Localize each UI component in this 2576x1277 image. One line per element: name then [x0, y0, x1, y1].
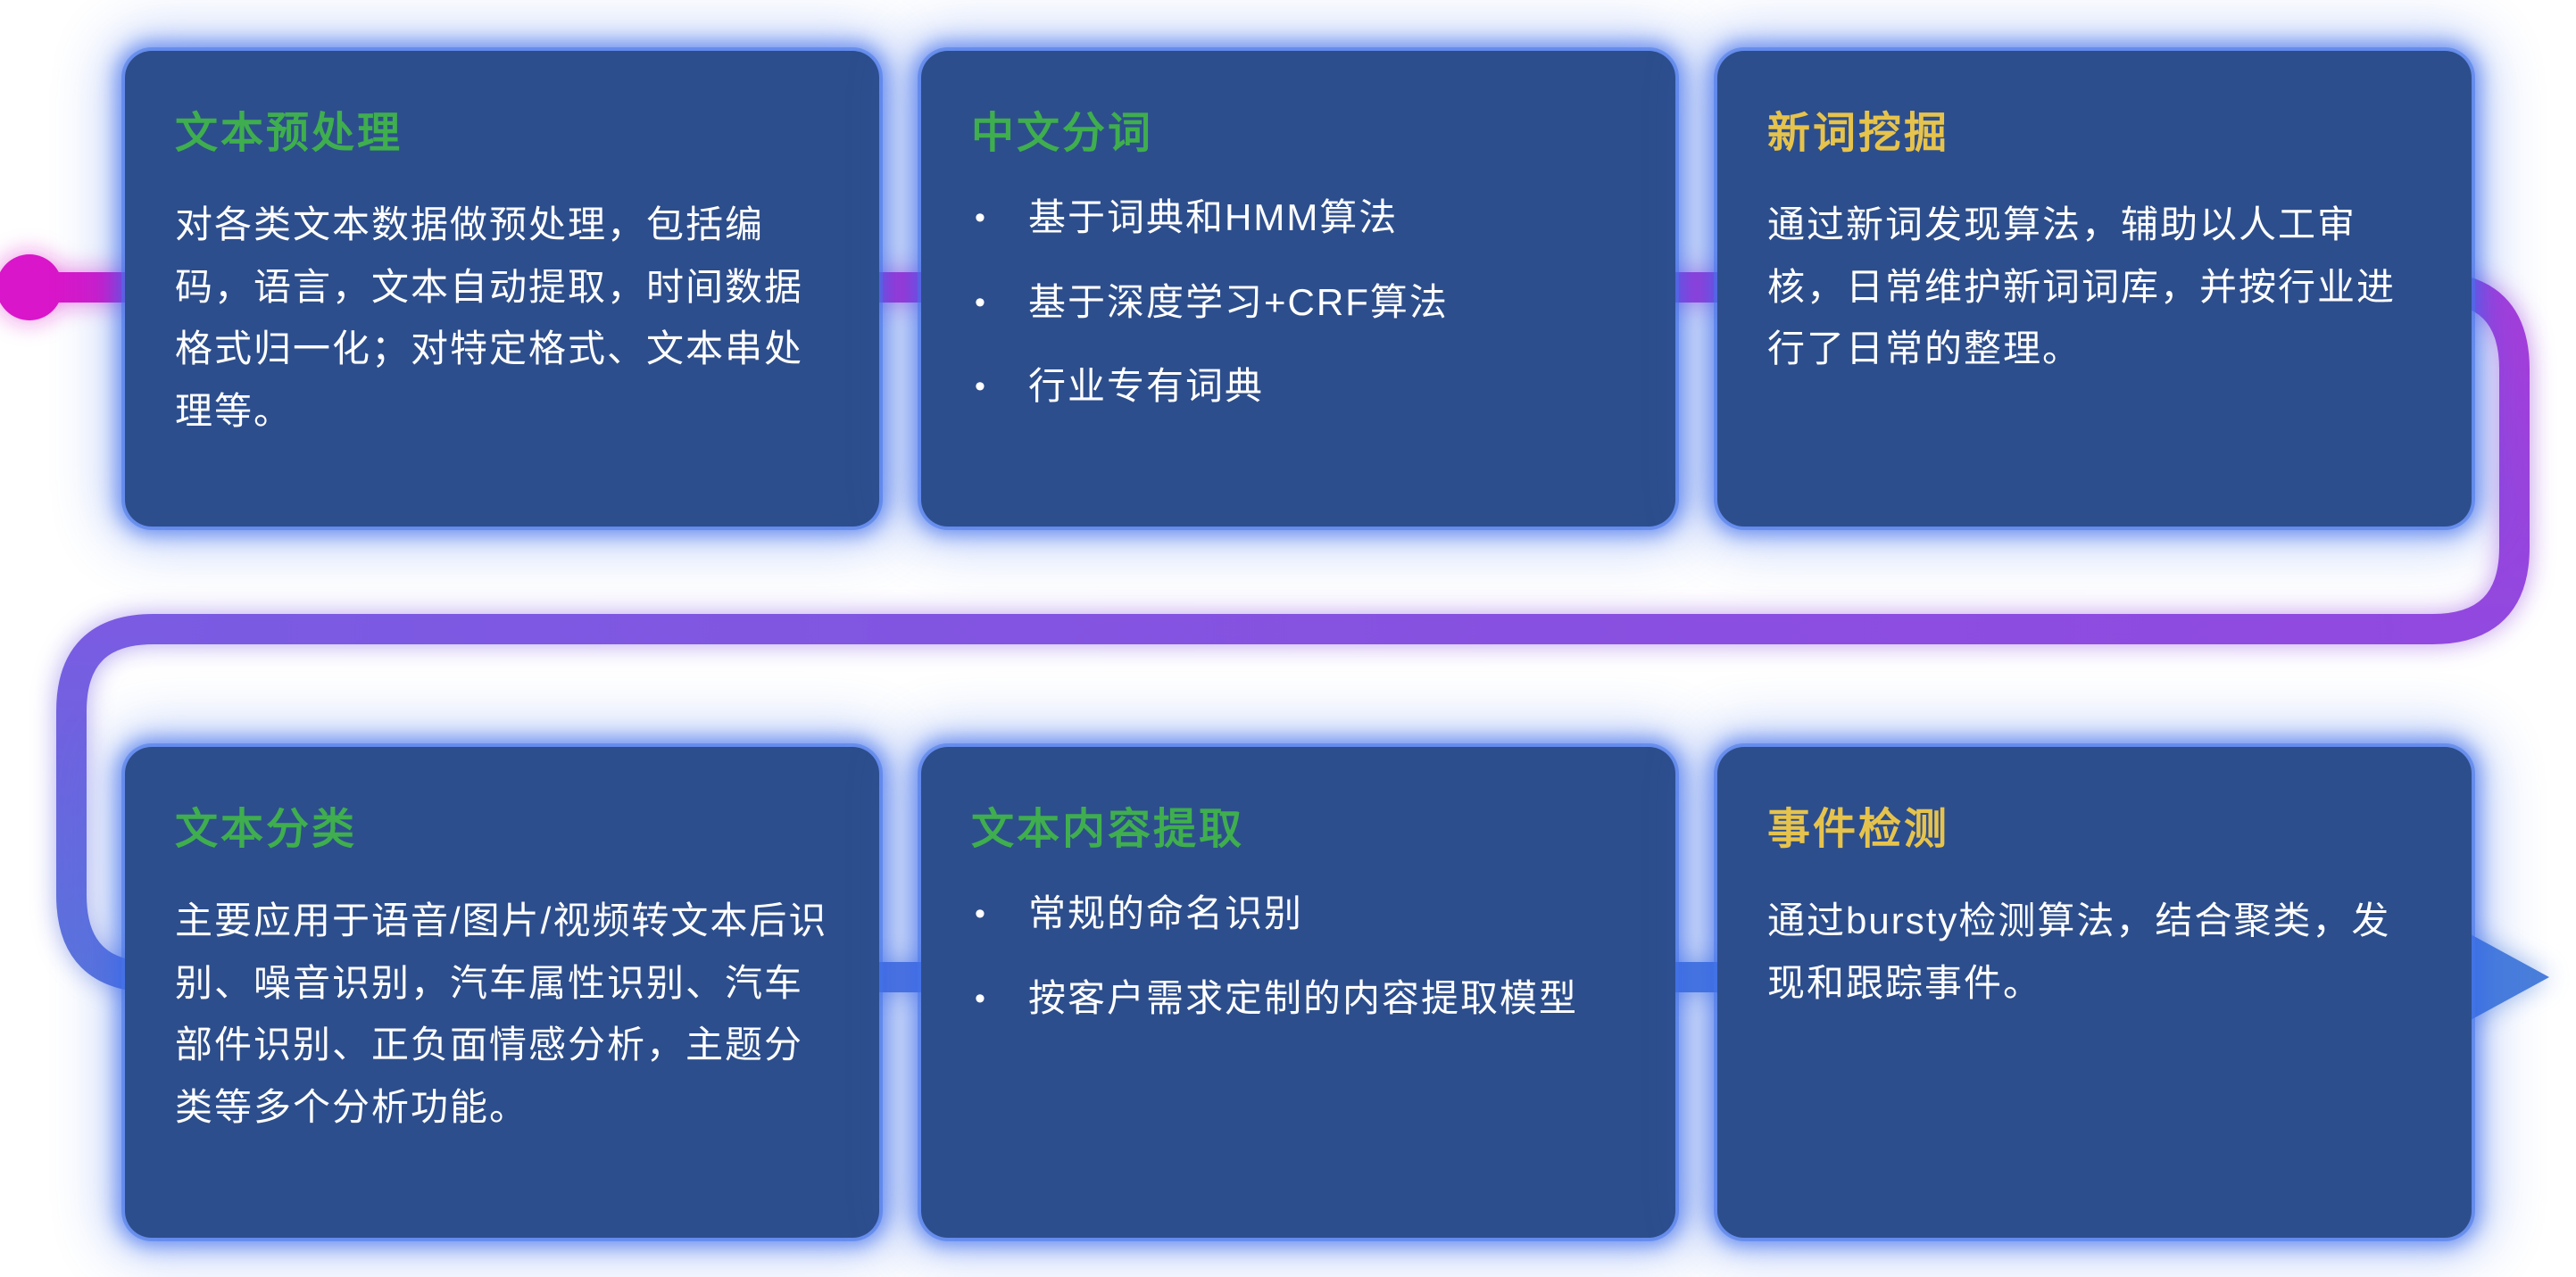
- bullet-list: • 基于词典和HMM算法 • 基于深度学习+CRF算法 • 行业专有词典: [971, 194, 1629, 411]
- bullet-text: 按客户需求定制的内容提取模型: [1028, 976, 1579, 1019]
- bullet-icon: •: [975, 981, 987, 1016]
- card-title: 事件检测: [1767, 806, 1950, 853]
- card-body: 对各类文本数据做预处理，包括编码，语言，文本自动提取，时间数据格式归一化；对特定…: [175, 203, 804, 433]
- card-event-detection: 事件检测 通过bursty检测算法，结合聚类，发现和跟踪事件。: [1717, 747, 2472, 1238]
- card-body: 通过新词发现算法，辅助以人工审核，日常维护新词词库，并按行业进行了日常的整理。: [1767, 203, 2397, 370]
- card-title: 文本预处理: [175, 110, 403, 157]
- bullet-icon: •: [975, 285, 987, 319]
- bullet-item: • 基于深度学习+CRF算法: [971, 278, 1629, 328]
- bullet-icon: •: [975, 201, 987, 235]
- card-text-content-extraction: 文本内容提取 • 常规的命名识别 • 按客户需求定制的内容提取模型: [921, 747, 1675, 1238]
- bullet-text: 常规的命名识别: [1028, 892, 1304, 934]
- bullet-item: • 常规的命名识别: [971, 890, 1629, 939]
- bullet-item: • 按客户需求定制的内容提取模型: [971, 974, 1629, 1024]
- bullet-text: 基于词典和HMM算法: [1028, 196, 1399, 238]
- card-title: 文本内容提取: [971, 806, 1245, 853]
- card-title: 文本分类: [175, 806, 358, 853]
- bullet-text: 行业专有词典: [1028, 365, 1265, 408]
- bullet-icon: •: [975, 897, 987, 931]
- card-title: 中文分词: [971, 110, 1154, 157]
- bullet-item: • 行业专有词典: [971, 362, 1629, 411]
- bullet-icon: •: [975, 369, 987, 404]
- bullet-text: 基于深度学习+CRF算法: [1028, 280, 1449, 323]
- card-text-preprocessing: 文本预处理 对各类文本数据做预处理，包括编码，语言，文本自动提取，时间数据格式归…: [125, 51, 879, 527]
- bullet-list: • 常规的命名识别 • 按客户需求定制的内容提取模型: [971, 890, 1629, 1023]
- card-body: 通过bursty检测算法，结合聚类，发现和跟踪事件。: [1767, 900, 2391, 1004]
- card-title: 新词挖掘: [1767, 110, 1950, 157]
- bullet-item: • 基于词典和HMM算法: [971, 194, 1629, 243]
- card-text-classification: 文本分类 主要应用于语音/图片/视频转文本后识别、噪音识别，汽车属性识别、汽车部…: [125, 747, 879, 1238]
- card-chinese-word-segmentation: 中文分词 • 基于词典和HMM算法 • 基于深度学习+CRF算法 • 行业专有词…: [921, 51, 1675, 527]
- card-body: 主要应用于语音/图片/视频转文本后识别、噪音识别，汽车属性识别、汽车部件识别、正…: [175, 900, 828, 1129]
- card-new-word-mining: 新词挖掘 通过新词发现算法，辅助以人工审核，日常维护新词词库，并按行业进行了日常…: [1717, 51, 2472, 527]
